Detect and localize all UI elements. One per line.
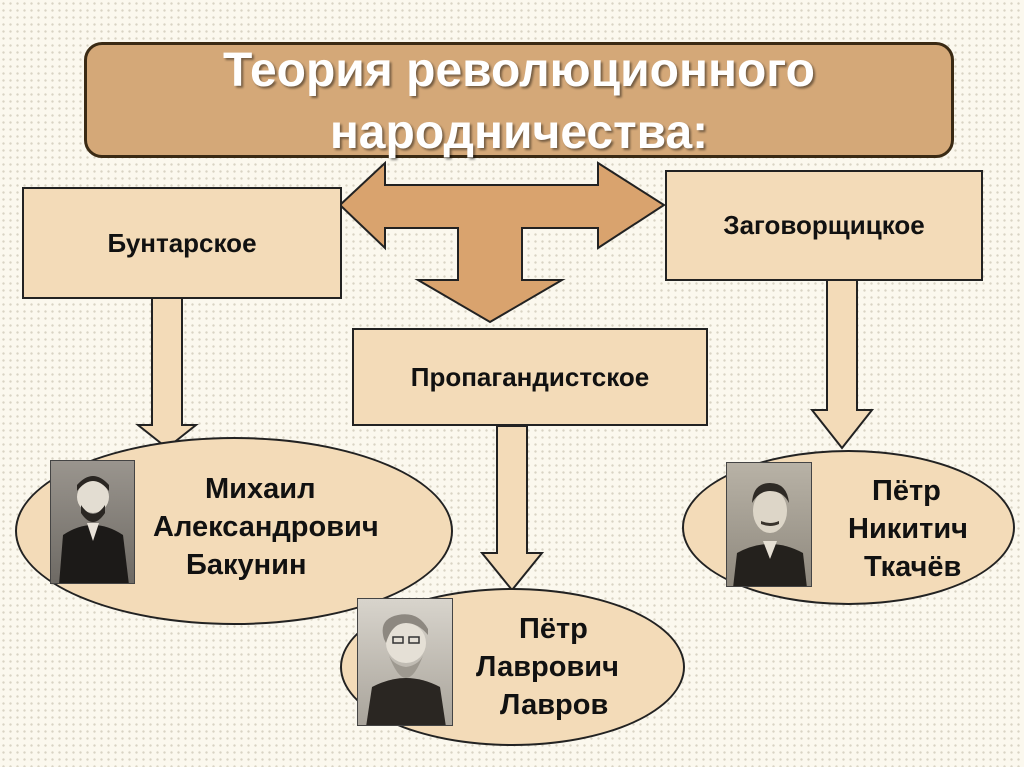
portrait-bakunin [50,460,135,584]
portrait-lavrov [357,598,453,726]
tkachev-line-2: Никитич [848,513,968,545]
person-silhouette-icon [733,483,807,586]
title-line-1: Теория революционного [223,44,815,97]
label-propagandistskoe: Пропагандистское [410,361,650,392]
portrait-tkachev [726,462,812,587]
label-zagovorshchitskoe: Заговорщицкое [723,210,925,240]
bakunin-line-1: Михаил [205,473,316,505]
arrow-to-tkachev [809,279,875,450]
name-tkachev: Пётр Никитич Ткачёв [0,472,1015,624]
arrow-to-bakunin [135,297,199,450]
central-branch-arrow [338,160,666,324]
box-buntarskoe: Бунтарское [22,187,342,299]
lavrov-line-2: Лаврович [476,651,619,683]
page-title: Теория революционного народничества: [84,40,954,164]
name-lavrov: Пётр Лаврович Лавров [0,610,685,762]
tkachev-line-1: Пётр [872,475,941,507]
label-buntarskoe: Бунтарское [107,227,257,258]
box-propagandistskoe: Пропагандистское [352,328,708,426]
lavrov-line-3: Лавров [500,689,609,721]
name-bakunin: Михаил Александрович Бакунин [0,470,453,622]
person-silhouette-icon [59,476,129,583]
tkachev-line-3: Ткачёв [864,551,962,583]
bakunin-line-2: Александрович [153,511,379,543]
arrow-to-lavrov [479,425,545,592]
title-banner [84,42,954,158]
box-zagovorshchitskoe: Заговорщицкое [665,170,983,281]
lavrov-line-1: Пётр [519,613,588,645]
bakunin-line-3: Бакунин [186,549,307,581]
person-silhouette-icon [366,614,446,725]
title-line-2: народничества: [329,106,709,159]
